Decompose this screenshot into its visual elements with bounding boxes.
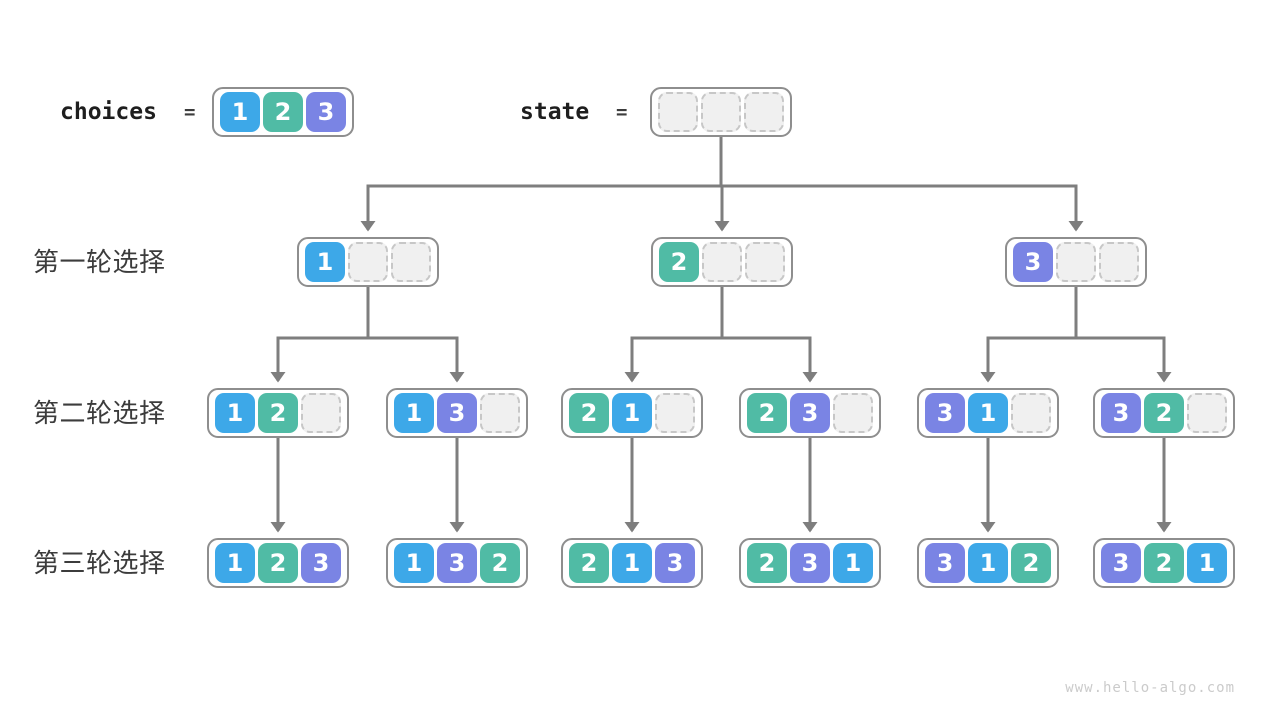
cell-2: 2	[1011, 543, 1051, 583]
cell-3: 3	[437, 393, 477, 433]
cell-1: 1	[612, 393, 652, 433]
state-box-round1-1: 1	[297, 237, 439, 287]
cell-empty	[655, 393, 695, 433]
cell-3: 3	[790, 393, 830, 433]
cell-empty	[1056, 242, 1096, 282]
equals-sign: =	[184, 101, 196, 123]
cell-2: 2	[258, 393, 298, 433]
cell-2: 2	[747, 543, 787, 583]
cell-1: 1	[833, 543, 873, 583]
cell-1: 1	[968, 393, 1008, 433]
cell-1: 1	[968, 543, 1008, 583]
cell-3: 3	[655, 543, 695, 583]
cell-1: 1	[215, 543, 255, 583]
cell-2: 2	[258, 543, 298, 583]
row-label-round-2: 第二轮选择	[33, 398, 166, 428]
cell-1: 1	[612, 543, 652, 583]
cell-empty	[745, 242, 785, 282]
cell-empty	[348, 242, 388, 282]
watermark: www.hello-algo.com	[1065, 680, 1235, 696]
cell-1: 1	[1187, 543, 1227, 583]
cell-1: 1	[394, 393, 434, 433]
state-box-round1-3: 3	[1005, 237, 1147, 287]
cell-3: 3	[1101, 543, 1141, 583]
cell-empty	[701, 92, 741, 132]
cell-2: 2	[480, 543, 520, 583]
state-box-round1-2: 2	[651, 237, 793, 287]
cell-empty	[744, 92, 784, 132]
cell-3: 3	[1101, 393, 1141, 433]
row-label-round-3: 第三轮选择	[33, 548, 166, 578]
cell-3: 3	[301, 543, 341, 583]
cell-empty	[480, 393, 520, 433]
cell-3: 3	[790, 543, 830, 583]
cell-3: 3	[1013, 242, 1053, 282]
state-label: state	[520, 99, 590, 125]
state-array-box	[650, 87, 792, 137]
cell-empty	[658, 92, 698, 132]
cell-2: 2	[747, 393, 787, 433]
cell-3: 3	[925, 543, 965, 583]
cell-empty	[301, 393, 341, 433]
cell-2: 2	[659, 242, 699, 282]
cell-empty	[1187, 393, 1227, 433]
cell-1: 1	[305, 242, 345, 282]
cell-2: 2	[1144, 543, 1184, 583]
cell-3: 3	[437, 543, 477, 583]
cell-empty	[1011, 393, 1051, 433]
row-label-round-1: 第一轮选择	[33, 247, 166, 277]
cell-3: 3	[306, 92, 346, 132]
cell-empty	[1099, 242, 1139, 282]
cell-1: 1	[220, 92, 260, 132]
equals-sign: =	[616, 101, 628, 123]
cell-empty	[833, 393, 873, 433]
cell-2: 2	[1144, 393, 1184, 433]
cell-1: 1	[394, 543, 434, 583]
cell-2: 2	[569, 393, 609, 433]
cell-empty	[702, 242, 742, 282]
cell-2: 2	[569, 543, 609, 583]
choices-label: choices	[60, 99, 157, 125]
cell-1: 1	[215, 393, 255, 433]
cell-empty	[391, 242, 431, 282]
cell-3: 3	[925, 393, 965, 433]
arrow-lines	[270, 137, 1172, 533]
cell-2: 2	[263, 92, 303, 132]
